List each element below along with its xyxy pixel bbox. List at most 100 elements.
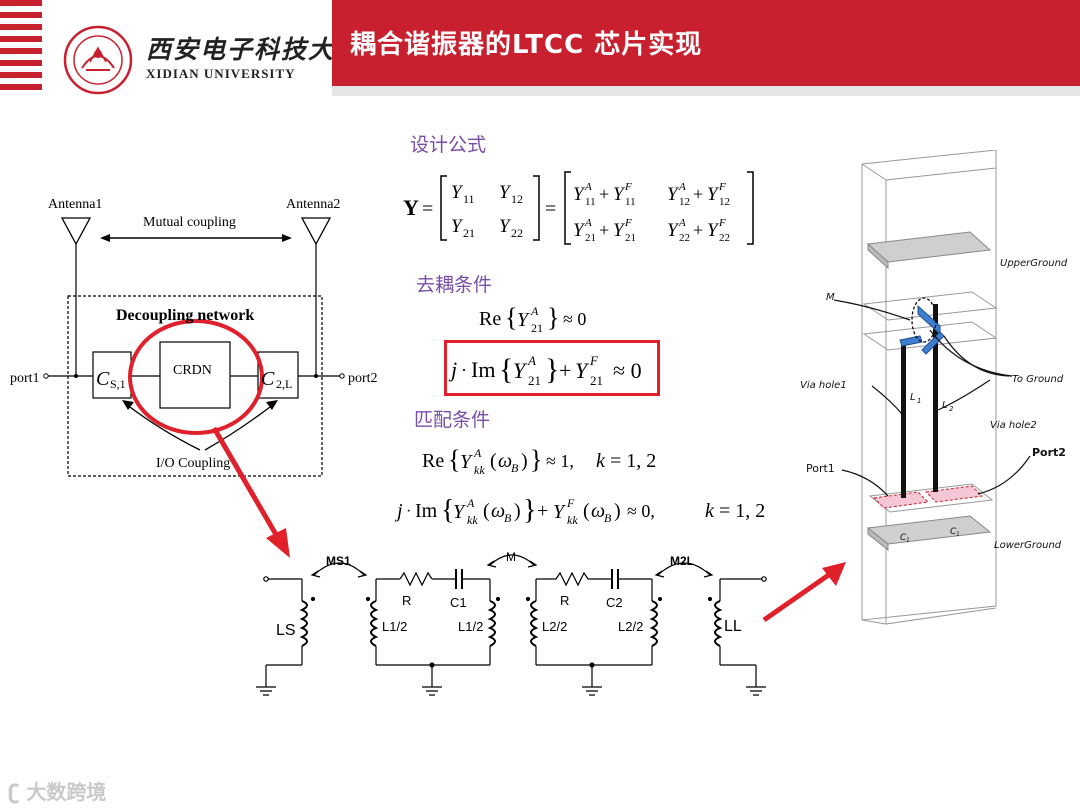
label-r1: R	[402, 593, 411, 608]
red-arrow-down	[211, 426, 290, 558]
svg-text:=: =	[545, 198, 556, 220]
coupled-resonator-circuit: MS1 M M2L LS LL R C1 R C2 L1/2 L1/2 L2/2…	[256, 550, 767, 696]
highlight-box	[444, 340, 660, 396]
svg-text:Re: Re	[422, 450, 444, 472]
svg-text:k: k	[705, 500, 715, 522]
svg-text:Y: Y	[451, 182, 464, 203]
svg-text:11: 11	[585, 196, 596, 208]
header-stripes	[0, 0, 42, 96]
svg-text:(: (	[490, 450, 497, 472]
svg-text:21: 21	[463, 226, 475, 240]
svg-text:21: 21	[590, 373, 603, 388]
svg-text:12: 12	[719, 196, 730, 208]
title-bar-shadow	[332, 86, 1080, 96]
svg-text:Y: Y	[575, 358, 590, 383]
svg-text:A: A	[466, 496, 475, 510]
svg-text:F: F	[624, 217, 632, 229]
svg-text:}: }	[523, 495, 536, 526]
label-c1: C1	[450, 595, 467, 610]
svg-text:= 1, 2: = 1, 2	[610, 450, 656, 472]
svg-text:A: A	[530, 304, 539, 318]
label-ltcc-m: M	[826, 292, 835, 303]
svg-text:): )	[521, 450, 528, 472]
svg-text:22: 22	[679, 232, 690, 244]
svg-text:Y: Y	[667, 184, 680, 205]
heading-matching-condition: 匹配条件	[414, 409, 491, 431]
svg-text:}: }	[545, 353, 559, 386]
svg-text:12: 12	[511, 192, 523, 206]
svg-text:≈ 0: ≈ 0	[613, 358, 642, 383]
svg-text:≈ 0: ≈ 0	[563, 309, 586, 329]
label-port2: port2	[348, 371, 378, 386]
title-bar	[332, 0, 1080, 86]
svg-text:=: =	[422, 198, 433, 220]
svg-text:+: +	[693, 220, 703, 240]
svg-text:Y: Y	[499, 182, 512, 203]
svg-text:A: A	[678, 181, 686, 193]
label-l2: L	[942, 400, 948, 411]
svg-text:Re: Re	[479, 308, 501, 330]
svg-text:}: }	[547, 303, 559, 332]
heading-design-formula: 设计公式	[410, 134, 487, 156]
svg-text:+: +	[693, 184, 703, 204]
svg-text:Y: Y	[667, 220, 680, 241]
svg-text:B: B	[604, 511, 612, 525]
svg-text:{: {	[448, 445, 460, 474]
label-l1b: L1/2	[458, 619, 483, 634]
logo-area	[42, 0, 332, 96]
svg-text:}: }	[530, 445, 542, 474]
label-via-hole1: Via hole1	[800, 380, 847, 391]
page-title: 耦合谐振器的LTCC 芯片实现	[350, 30, 703, 60]
svg-text:k: k	[596, 450, 606, 472]
label-port1: port1	[10, 371, 40, 386]
label-ltcc-port1: Port1	[806, 462, 835, 475]
svg-text:A: A	[527, 353, 536, 368]
svg-text:F: F	[589, 353, 599, 368]
svg-text:): )	[614, 500, 621, 522]
antenna1-icon	[60, 217, 92, 246]
svg-text:·: ·	[461, 360, 467, 380]
label-lower-ground: LowerGround	[994, 540, 1062, 551]
svg-text:Y: Y	[707, 184, 720, 205]
svg-text:ω: ω	[498, 450, 512, 472]
svg-text:Y: Y	[451, 216, 464, 237]
svg-text:12: 12	[679, 196, 690, 208]
label-l2a: L2/2	[542, 619, 567, 634]
ltcc-3d-structure: UpperGround M To Ground Via hole1 Via ho…	[800, 150, 1068, 625]
label-ltcc-c2-sub: 1	[956, 531, 960, 538]
svg-text:Y: Y	[613, 184, 626, 205]
svg-text:F: F	[566, 496, 575, 510]
university-name-en: XIDIAN UNIVERSITY	[146, 66, 296, 81]
svg-text:22: 22	[511, 226, 523, 240]
university-seal-icon	[63, 25, 133, 95]
label-ltcc-c1-sub: 1	[906, 537, 910, 544]
svg-text:Im: Im	[415, 500, 438, 522]
svg-text:Y: Y	[499, 216, 512, 237]
svg-text:21: 21	[625, 232, 636, 244]
svg-text:·: ·	[406, 503, 411, 520]
svg-text:A: A	[473, 446, 482, 460]
svg-text:j: j	[448, 357, 457, 382]
label-m: M	[506, 550, 516, 564]
label-mutual-coupling: Mutual coupling	[143, 215, 236, 230]
svg-text:{: {	[499, 353, 513, 386]
svg-text:Y: Y	[553, 501, 566, 523]
label-to-ground: To Ground	[1012, 374, 1064, 385]
university-name-cn: 西安电子科技大学	[146, 35, 363, 64]
label-ll: LL	[724, 618, 742, 635]
svg-text:A: A	[584, 217, 592, 229]
label-decoupling-network: Decoupling network	[116, 307, 254, 324]
red-arrow-up	[762, 562, 846, 623]
svg-text:(: (	[583, 500, 590, 522]
label-crdn: CRDN	[173, 363, 212, 378]
label-l2b: L2/2	[618, 619, 643, 634]
svg-text:+: +	[537, 500, 548, 522]
svg-text:Y: Y	[403, 195, 419, 220]
svg-text:Y: Y	[460, 451, 473, 473]
svg-text:ω: ω	[491, 500, 505, 522]
svg-text:Y: Y	[513, 358, 528, 383]
